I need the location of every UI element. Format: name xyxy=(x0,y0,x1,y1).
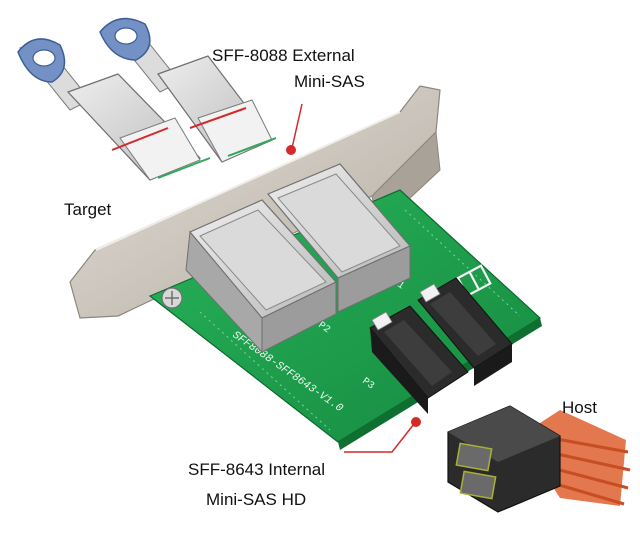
label-external-line1: SFF-8088 External xyxy=(212,46,355,65)
external-cable-right xyxy=(99,17,277,163)
callout-internal xyxy=(344,417,421,453)
label-internal-line1: SFF-8643 Internal xyxy=(188,460,326,479)
bracket-screw xyxy=(161,287,183,309)
label-host: Host xyxy=(562,398,597,417)
label-internal-line2: Mini-SAS HD xyxy=(206,490,307,509)
host-cable xyxy=(447,405,631,513)
callout-external xyxy=(286,103,303,155)
pci-bracket xyxy=(69,85,441,319)
sff8643-port-right xyxy=(417,277,513,386)
label-target: Target xyxy=(64,200,112,219)
label-external-line2: Mini-SAS xyxy=(294,72,365,91)
sff8088-port-left xyxy=(185,199,337,354)
sff8088-port-right xyxy=(267,163,411,313)
external-cable-left xyxy=(17,38,211,181)
sff8643-port-left xyxy=(369,305,469,414)
